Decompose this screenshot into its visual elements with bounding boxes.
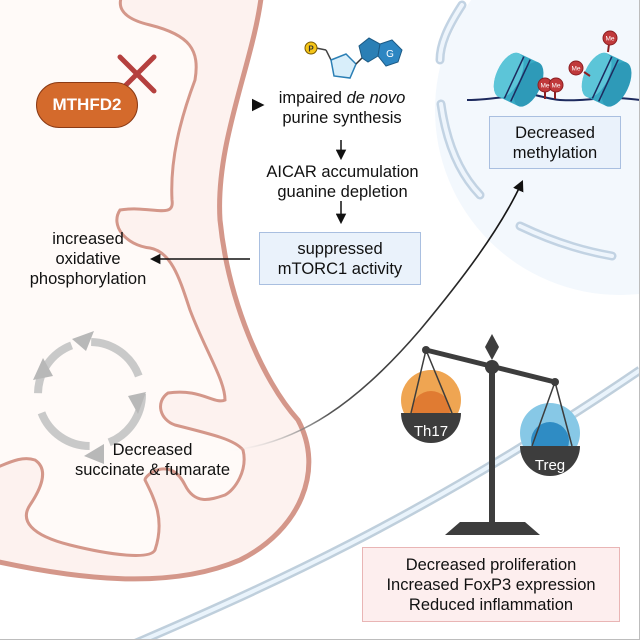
purine-molecule-icon: P G	[304, 37, 403, 79]
mthfd2-label: MTHFD2	[52, 95, 122, 114]
oxphos-label: increased oxidative phosphorylation	[29, 230, 147, 288]
svg-text:Me: Me	[605, 36, 614, 43]
tca-cycle-icon	[33, 331, 146, 464]
methyl-marks: Me Me Me Me	[537, 30, 618, 99]
arrow-tca-to-methylation	[224, 179, 524, 452]
svg-text:G: G	[386, 49, 394, 60]
balance-scale-icon: Th17 Treg	[401, 334, 580, 535]
svg-text:Me: Me	[571, 66, 580, 73]
svg-text:P: P	[308, 45, 314, 54]
chromatin-icon	[466, 52, 639, 107]
mthfd2-enzyme: MTHFD2	[36, 82, 138, 128]
svg-text:Me: Me	[551, 83, 560, 90]
th17-label: Th17	[414, 423, 448, 440]
treg-label: Treg	[535, 457, 565, 474]
outcomes-box: Decreased proliferation Increased FoxP3 …	[362, 547, 620, 622]
mtorc1-box: suppressed mTORC1 activity	[259, 232, 421, 285]
succinate-fumarate-label: Decreased succinate & fumarate	[75, 441, 230, 479]
impaired-purine-synthesis-label: impaired de novo purine synthesis	[278, 89, 406, 127]
aicar-guanine-label: AICAR accumulation guanine depletion	[266, 163, 419, 201]
mitochondrion	[0, 0, 312, 582]
svg-text:Me: Me	[540, 83, 549, 90]
methylation-box: Decreased methylation	[489, 116, 621, 169]
